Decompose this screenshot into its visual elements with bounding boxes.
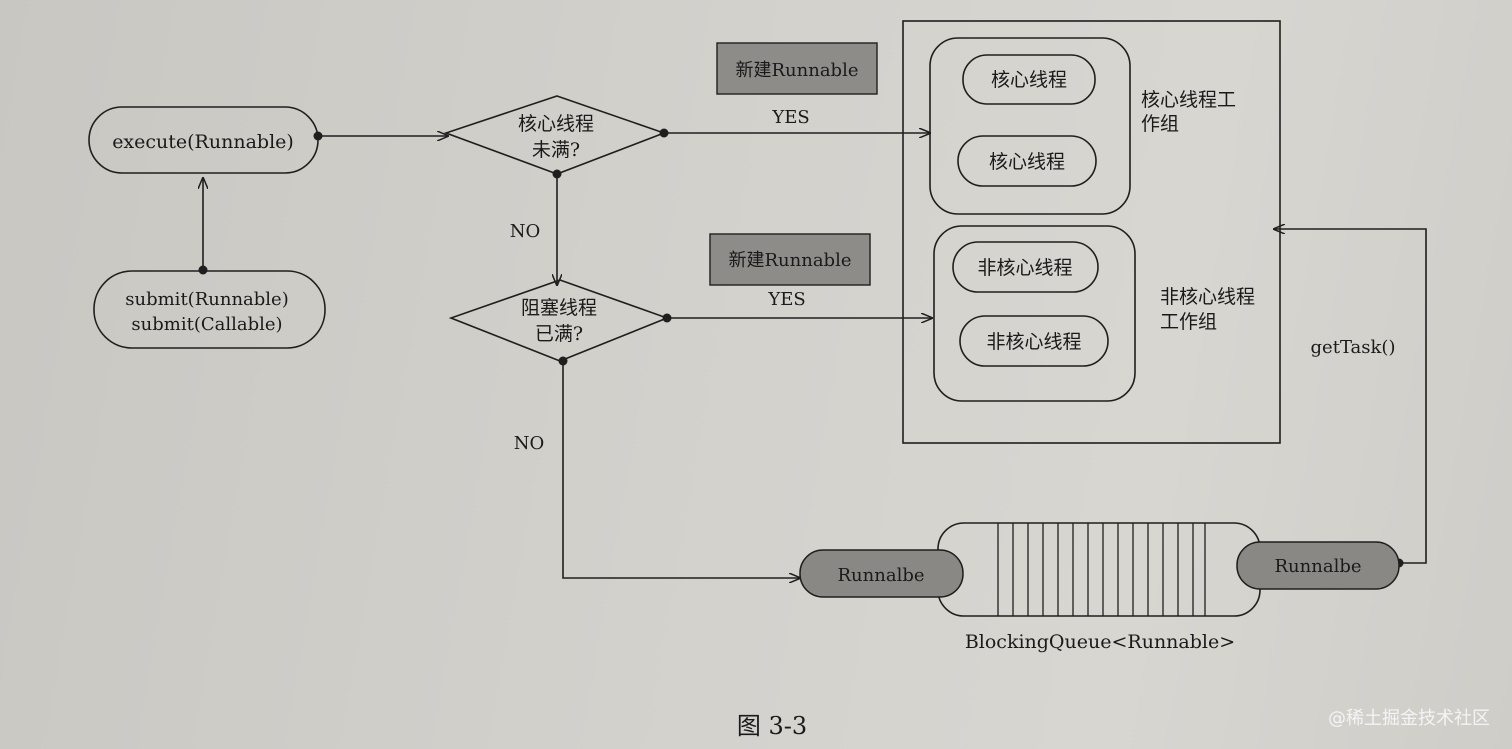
watermark: @稀土掘金技术社区	[1328, 708, 1490, 729]
execute-node	[88, 106, 319, 174]
core-group	[929, 37, 1131, 215]
noncore-group	[933, 225, 1136, 402]
core-thread-2	[957, 135, 1097, 187]
no-label-2: NO	[514, 433, 545, 454]
queue-out-label: Runnalbe	[1275, 556, 1362, 577]
blocking-queue-label: BlockingQueue<Runnable>	[965, 631, 1235, 653]
noncore-thread-2	[959, 315, 1109, 367]
yes-label-1: YES	[771, 107, 809, 128]
block-check-line1: 阻塞线程	[521, 297, 597, 319]
thread-pool-frame	[902, 20, 1281, 444]
queue-out-pill	[1236, 541, 1400, 590]
core-check-line2: 未满?	[532, 139, 580, 161]
queue-in-pill	[799, 549, 964, 598]
queue-in-label: Runnalbe	[838, 565, 925, 586]
noncore-group-label-2: 工作组	[1160, 311, 1217, 333]
noncore-group-label-1: 非核心线程	[1160, 286, 1255, 308]
new-runnable-box-2	[709, 233, 871, 286]
blocking-queue-body	[937, 522, 1261, 617]
edge-get-task	[1274, 229, 1427, 564]
new-runnable-label-1: 新建Runnable	[736, 60, 859, 81]
edge-block-no	[562, 361, 800, 578]
core-group-label-2: 作组	[1141, 113, 1179, 135]
core-thread-1-label: 核心线程	[991, 69, 1067, 91]
new-runnable-label-2: 新建Runnable	[729, 250, 852, 271]
noncore-thread-1	[952, 241, 1099, 293]
yes-label-2: YES	[767, 289, 805, 310]
connectors	[203, 133, 1427, 578]
core-group-label-1: 核心线程工	[1141, 89, 1236, 111]
execute-label: execute(Runnable)	[112, 131, 294, 153]
core-thread-1	[962, 54, 1096, 105]
core-check-line1: 核心线程	[518, 113, 594, 135]
connector-dots	[198, 128, 1404, 568]
core-check-diamond	[443, 95, 667, 175]
core-thread-2-label: 核心线程	[989, 151, 1065, 173]
figure-caption: 图 3-3	[737, 712, 807, 740]
submit-runnable-label: submit(Runnable)	[125, 289, 288, 310]
submit-callable-label: submit(Callable)	[131, 314, 282, 335]
submit-node	[93, 270, 326, 349]
no-label-1: NO	[510, 221, 541, 242]
block-check-diamond	[448, 279, 670, 362]
get-task-label: getTask()	[1311, 337, 1396, 358]
new-runnable-box-1	[716, 42, 878, 95]
noncore-thread-1-label: 非核心线程	[977, 257, 1072, 279]
queue-slots	[997, 523, 1206, 616]
block-check-line2: 已满?	[535, 323, 583, 345]
noncore-thread-2-label: 非核心线程	[986, 331, 1081, 353]
